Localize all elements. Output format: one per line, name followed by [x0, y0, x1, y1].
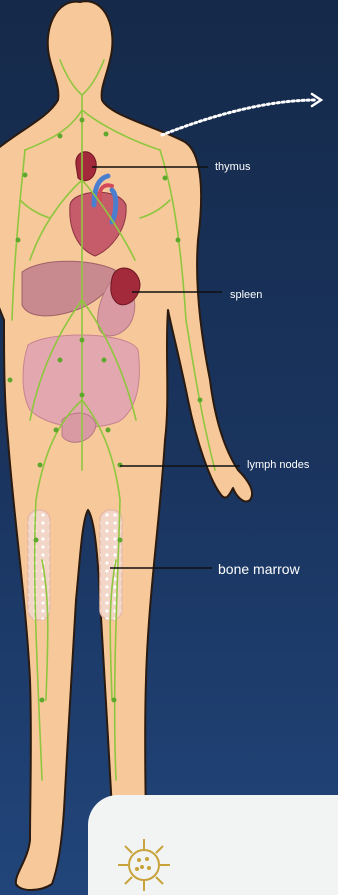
- body-silhouette: [0, 1, 252, 890]
- info-card: [88, 795, 338, 895]
- bone-marrow-label: bone marrow: [218, 562, 300, 576]
- lymph-nodes-label: lymph nodes: [247, 460, 309, 471]
- spleen-label: spleen: [230, 290, 262, 301]
- virus-icon: [114, 835, 174, 895]
- thymus-label: thymus: [215, 162, 250, 173]
- dotted-arrow-icon: [162, 94, 321, 135]
